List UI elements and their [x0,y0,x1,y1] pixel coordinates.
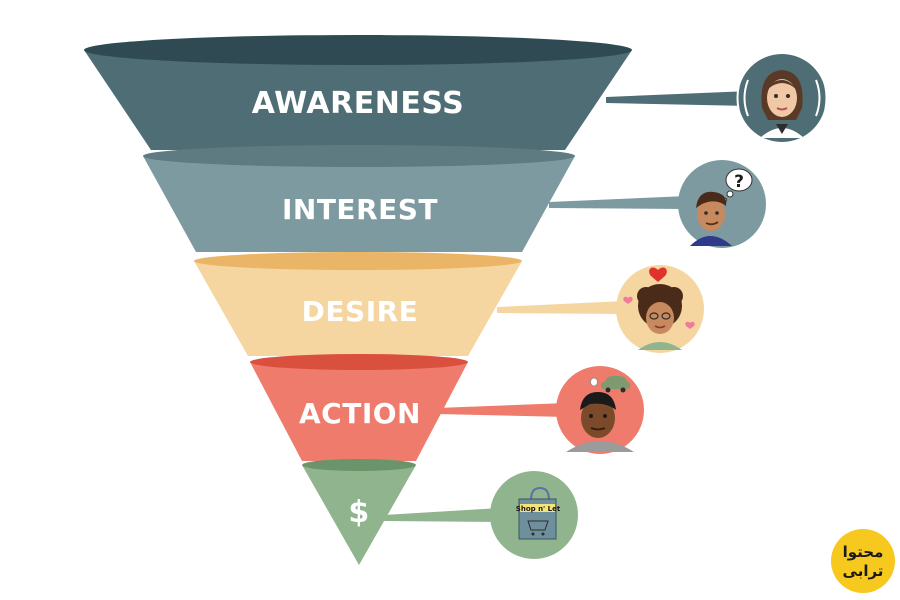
funnel-stage-desire: DESIRE [194,252,522,356]
brand-logo: محتوا ترابی [831,529,895,593]
funnel-stage-awareness: AWARENESS [84,35,632,150]
shopping-bag-label: Shop n' Let [516,505,561,513]
connector-desire [497,301,625,314]
man-thinking-question-icon: ? [678,160,766,248]
stage-label-dollar: $ [348,495,369,530]
shopping-bag-icon: Shop n' Let [490,471,578,559]
funnel-stage-dollar: $ [302,459,416,565]
brand-logo-line-1: محتوا [843,543,884,561]
funnel-stage-interest: INTEREST [143,145,575,252]
funnel-stage-action: ACTION [250,354,468,461]
brand-logo-line-2: ترابی [843,562,884,580]
connector-awareness [606,91,750,106]
stage-label-desire: DESIRE [302,295,419,328]
woman-with-hearts-icon [616,265,704,353]
connector-action [437,403,567,417]
connector-dollar [384,508,500,522]
man-with-car-icon [556,366,644,454]
woman-with-sound-waves-icon [736,54,828,142]
question-mark: ? [734,172,744,192]
stage-label-interest: INTEREST [282,193,438,226]
stage-label-awareness: AWARENESS [252,86,464,121]
connector-interest [549,196,688,209]
stage-label-action: ACTION [299,397,421,430]
